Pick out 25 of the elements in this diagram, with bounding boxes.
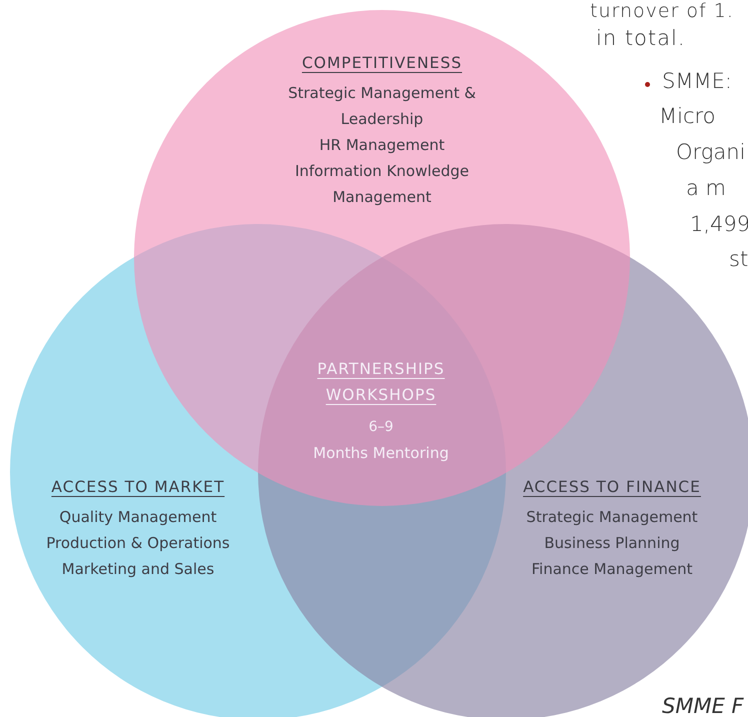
body-text: in total. [596, 26, 686, 50]
topic-text: Quality Management [58, 507, 218, 528]
circle-heading: COMPETITIVENESS [300, 53, 464, 74]
topic-text: Strategic Management [525, 507, 699, 528]
circle-heading: ACCESS TO FINANCE [522, 477, 702, 498]
body-text: turnover of 1. [590, 0, 734, 22]
topic-text: Information Knowledge Management [294, 161, 470, 208]
topic-text: Production & Operations [45, 533, 231, 554]
topic-text: Finance Management [530, 559, 694, 580]
topic-text: Marketing and Sales [60, 559, 216, 580]
circle-heading: ACCESS TO MARKET [50, 477, 226, 498]
topic-text: Strategic Management & Leadership [287, 83, 477, 130]
body-text: a m [686, 176, 726, 200]
body-text: st [729, 247, 748, 271]
body-text: 1,499 [690, 212, 748, 236]
center-heading: PARTNERSHIPS [317, 360, 445, 378]
center-text: Months Mentoring [313, 444, 449, 462]
center-heading: WORKSHOPS [326, 386, 436, 404]
caption-text: SMME F [662, 694, 744, 717]
body-text: SMME: [662, 69, 732, 93]
body-text: Organi [676, 140, 746, 164]
center-text: 6–9 [368, 419, 394, 435]
topic-text: HR Management [318, 135, 446, 156]
topic-text: Business Planning [543, 533, 681, 554]
body-text: Micro [659, 104, 716, 128]
